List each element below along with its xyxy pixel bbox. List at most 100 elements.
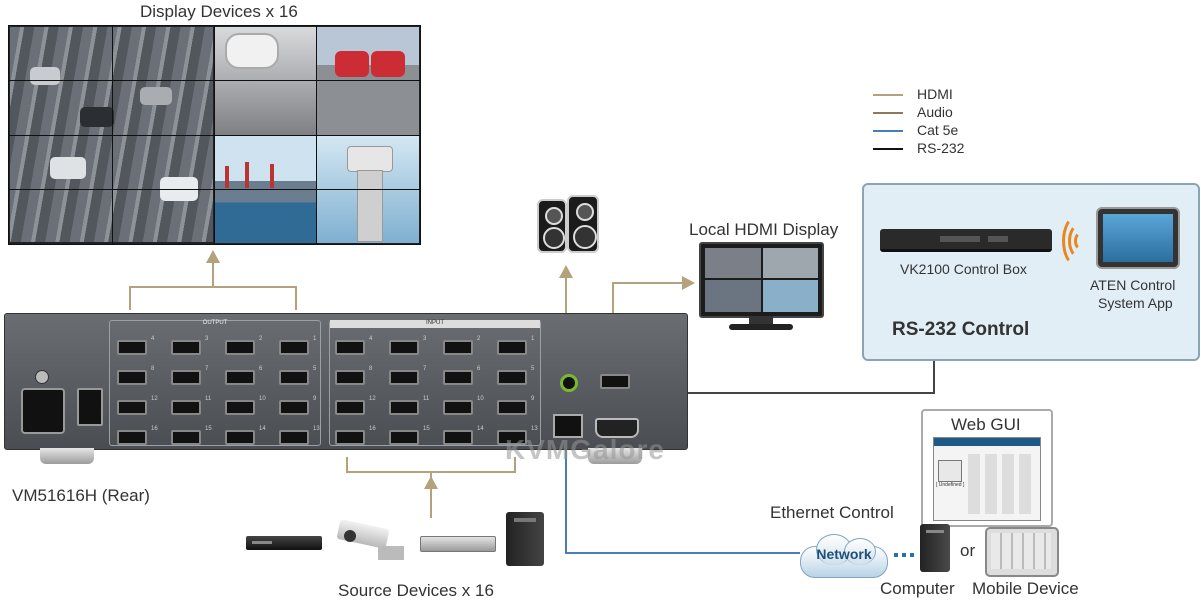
local-hdmi-display-label: Local HDMI Display xyxy=(689,220,839,239)
dvd-player-icon xyxy=(246,536,322,550)
output-port-number: 10 xyxy=(259,396,266,402)
legend-rs232-label: RS-232 xyxy=(917,140,965,156)
wall-image-traffic xyxy=(10,27,213,242)
computer-tower-icon xyxy=(920,524,950,572)
output-port-number: 9 xyxy=(313,396,317,402)
output-port-number: 13 xyxy=(313,426,320,432)
local-hdmi-port xyxy=(600,374,630,389)
legend-cat5e-label: Cat 5e xyxy=(917,122,959,138)
output-hdmi-port-16 xyxy=(117,430,147,445)
legend-hdmi-label: HDMI xyxy=(917,86,953,102)
display-devices-label: Display Devices x 16 xyxy=(140,2,298,21)
input-panel-label: INPUT xyxy=(330,320,540,328)
output-port-number: 15 xyxy=(205,426,212,432)
output-hdmi-port-5 xyxy=(279,370,309,385)
speakers-icon xyxy=(537,195,599,253)
network-label: Network xyxy=(816,546,872,562)
rs232-control-title: RS-232 Control xyxy=(892,319,1030,340)
output-port-number: 3 xyxy=(205,336,209,342)
wall-image-trains xyxy=(317,27,419,135)
hdmi-input-arrowhead xyxy=(424,476,438,489)
audio-jack-port xyxy=(560,374,578,392)
connection-dots xyxy=(894,553,916,557)
chassis-foot-left xyxy=(40,448,94,464)
power-inlet-icon xyxy=(21,388,65,434)
output-port-number: 8 xyxy=(151,366,155,372)
power-switch-icon xyxy=(77,388,103,426)
input-port-number: 15 xyxy=(423,426,430,432)
input-hdmi-port-10 xyxy=(443,400,473,415)
computer-label: Computer xyxy=(880,579,955,598)
input-hdmi-port-1 xyxy=(497,340,527,355)
web-gui-screenshot: [ Undefined ] xyxy=(933,437,1041,521)
input-port-number: 11 xyxy=(423,396,430,402)
input-hdmi-port-16 xyxy=(335,430,365,445)
input-hdmi-port-6 xyxy=(443,370,473,385)
output-port-number: 16 xyxy=(151,426,158,432)
input-port-number: 9 xyxy=(531,396,535,402)
legend-rs232-swatch xyxy=(873,148,903,150)
output-port-number: 12 xyxy=(151,396,158,402)
legend-hdmi-swatch xyxy=(873,94,903,96)
ground-screw-icon xyxy=(35,370,49,384)
input-hdmi-port-13 xyxy=(497,430,527,445)
security-camera-icon xyxy=(336,519,408,564)
input-hdmi-port-11 xyxy=(389,400,419,415)
output-port-number: 11 xyxy=(205,396,212,402)
output-hdmi-port-11 xyxy=(171,400,201,415)
legend-audio-label: Audio xyxy=(917,104,953,120)
output-panel: OUTPUT xyxy=(109,320,321,446)
output-hdmi-port-12 xyxy=(117,400,147,415)
output-hdmi-port-6 xyxy=(225,370,255,385)
input-hdmi-port-9 xyxy=(497,400,527,415)
input-port-number: 12 xyxy=(369,396,376,402)
web-gui-callout: Web GUI [ Undefined ] xyxy=(921,409,1053,527)
ethernet-control-label: Ethernet Control xyxy=(770,503,894,522)
rs232-serial-port xyxy=(595,418,639,438)
input-port-number: 10 xyxy=(477,396,484,402)
input-port-number: 4 xyxy=(369,336,373,342)
media-player-icon xyxy=(420,536,496,552)
web-gui-label: Web GUI xyxy=(951,415,1021,434)
wall-image-camera xyxy=(215,27,316,135)
chassis-foot-right xyxy=(588,448,642,464)
cat5e-line xyxy=(565,434,800,554)
input-port-number: 6 xyxy=(477,366,481,372)
input-port-number: 1 xyxy=(531,336,535,342)
pc-tower-icon xyxy=(506,512,544,566)
audio-arrowhead xyxy=(559,265,573,278)
input-hdmi-port-3 xyxy=(389,340,419,355)
tablet-icon xyxy=(1096,207,1180,269)
output-hdmi-port-3 xyxy=(171,340,201,355)
output-hdmi-port-4 xyxy=(117,340,147,355)
input-hdmi-port-5 xyxy=(497,370,527,385)
watermark-logo: KVMGalore xyxy=(505,434,665,465)
hdmi-input-line xyxy=(346,457,516,473)
network-cloud-icon: Network xyxy=(800,532,888,578)
web-gui-undefined-label: [ Undefined ] xyxy=(936,482,965,488)
or-label: or xyxy=(960,541,976,560)
device-rear-label: VM51616H (Rear) xyxy=(12,486,150,505)
input-hdmi-port-7 xyxy=(389,370,419,385)
source-devices-label: Source Devices x 16 xyxy=(338,581,494,600)
video-wall xyxy=(8,25,421,245)
input-port-number: 16 xyxy=(369,426,376,432)
input-port-number: 14 xyxy=(477,426,484,432)
input-port-number: 13 xyxy=(531,426,538,432)
legend-cat5e-swatch xyxy=(873,130,903,132)
input-hdmi-port-8 xyxy=(335,370,365,385)
hdmi-output-line xyxy=(129,286,297,310)
input-port-number: 7 xyxy=(423,366,427,372)
input-panel: INPUT xyxy=(329,320,541,446)
output-port-number: 2 xyxy=(259,336,263,342)
input-port-number: 8 xyxy=(369,366,373,372)
mobile-device-label: Mobile Device xyxy=(972,579,1079,598)
output-hdmi-port-7 xyxy=(171,370,201,385)
input-port-number: 5 xyxy=(531,366,535,372)
output-panel-label: OUTPUT xyxy=(202,320,228,326)
output-port-number: 5 xyxy=(313,366,317,372)
vk2100-box-icon xyxy=(880,229,1052,252)
output-hdmi-port-1 xyxy=(279,340,309,355)
hdmi-output-arrowhead xyxy=(206,250,220,263)
output-port-number: 14 xyxy=(259,426,266,432)
